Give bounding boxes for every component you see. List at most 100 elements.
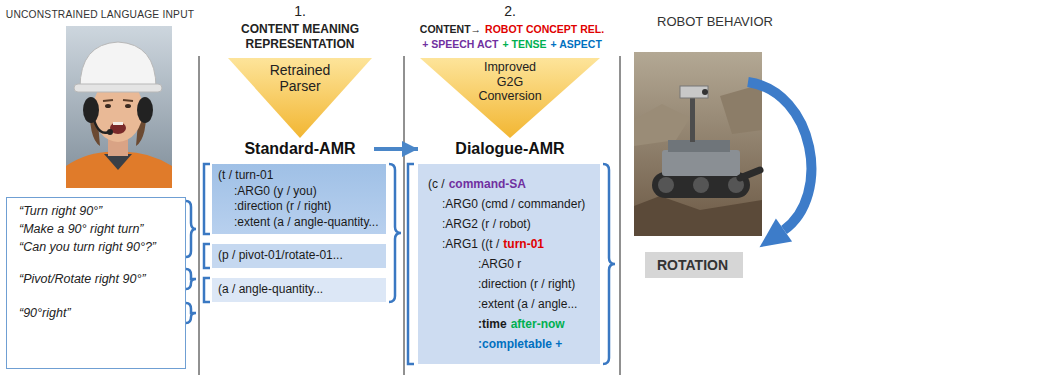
code-line: :ARG0 (cmd / commander) xyxy=(428,194,590,214)
node-text: (c / xyxy=(428,177,445,191)
rotation-arrowhead xyxy=(760,219,793,248)
code-line: “Make a 90° right turn” xyxy=(19,222,144,237)
node-text: after-now xyxy=(511,317,565,331)
headset-earmuff xyxy=(83,97,99,123)
behavior-label: ROTATION xyxy=(657,257,728,273)
dialogue-group-bracket xyxy=(603,164,615,364)
code-line: “Pivot/Rotate right 90°” xyxy=(19,272,146,287)
node-text: :ARG0 (y / you) xyxy=(234,184,317,198)
input-bracket xyxy=(186,201,196,257)
robot-body xyxy=(662,150,740,176)
node-text: (t / turn-01 xyxy=(218,168,273,182)
operator-photo xyxy=(66,26,172,188)
hard-hat-brim xyxy=(74,84,162,92)
column-heading: CONTENT MEANING REPRESENTATION xyxy=(220,22,380,52)
headset-mic-boom xyxy=(94,120,109,133)
node-text: “90°right” xyxy=(19,306,71,320)
operator-collar xyxy=(104,154,132,170)
node-text: “Turn right 90°” xyxy=(19,204,102,218)
code-line: (c / command-SA xyxy=(428,174,590,194)
conversion-funnel: Improved G2G ConversionDialogue-AMR xyxy=(420,58,600,158)
amr-bracket xyxy=(204,278,210,302)
amr-group-bracket xyxy=(389,164,401,302)
input-bracket xyxy=(186,269,196,289)
column-divider xyxy=(620,56,621,375)
node-text: :direction (r / right) xyxy=(234,199,331,213)
node-text: :ARG1 ((t / xyxy=(442,237,499,251)
code-line: (p / pivot-01/rotate-01... xyxy=(218,248,380,264)
node-text: command-SA xyxy=(449,177,526,191)
rubble-ground xyxy=(634,196,762,236)
code-line: (t / turn-01 xyxy=(218,168,380,184)
robot-deck xyxy=(668,140,730,152)
node-text: :ARG0 (cmd / commander) xyxy=(442,197,585,211)
input-examples-box: “Turn right 90°” “Make a 90° right turn” “… xyxy=(6,197,186,369)
conversion-heading: CONTENT→ROBOT CONCEPT REL.+ SPEECH ACT+ … xyxy=(406,22,618,52)
amr-bracket xyxy=(204,164,210,234)
code-line: “Can you turn right 90°?” xyxy=(19,240,156,255)
node-text: :extent (a / angle-quantity... xyxy=(234,215,379,229)
node-text: “Pivot/Rotate right 90°” xyxy=(19,272,146,286)
flow-arrow xyxy=(374,147,418,151)
funnel-label: Improved G2G Conversion xyxy=(470,60,550,104)
column-divider xyxy=(404,56,405,375)
heading-part: + TENSE xyxy=(503,38,547,50)
operator-teeth xyxy=(113,122,123,125)
node-text: “Can you turn right 90°?” xyxy=(19,240,156,254)
rubble-block xyxy=(634,104,690,146)
node-text: :time xyxy=(478,317,507,331)
node-text: :extent (a / angle... xyxy=(478,297,577,311)
standard-amr-box: (a / angle-quantity... xyxy=(212,278,386,302)
node-text: :completable + xyxy=(478,337,562,351)
operator-eye xyxy=(105,104,111,108)
representation-heading: Standard-AMR xyxy=(228,140,372,158)
column-heading: ROBOT BEHAVIOR xyxy=(632,14,798,30)
code-line: (a / angle-quantity... xyxy=(218,282,380,298)
robot-wheel xyxy=(693,177,709,193)
operator-eye xyxy=(125,104,131,108)
heading-part: + SPEECH ACT xyxy=(422,38,498,50)
node-text: turn-01 xyxy=(503,237,544,251)
behavior-box: ROTATION xyxy=(645,252,743,278)
robot-camera xyxy=(680,86,708,98)
hard-hat xyxy=(80,42,156,88)
code-line: :ARG2 (r / robot) xyxy=(428,214,590,234)
rubble-block xyxy=(720,84,762,134)
column-heading: UNCONSTRAINED LANGUAGE INPUT xyxy=(4,8,196,22)
code-line: :extent (a / angle-quantity... xyxy=(218,215,380,231)
brackets xyxy=(186,164,615,364)
heading-part: ROBOT CONCEPT REL. xyxy=(485,23,604,35)
heading-line: CONTENT→ ROBOT CONCEPT REL. xyxy=(406,22,618,37)
column-divider xyxy=(199,56,200,375)
representation-heading: Dialogue-AMR xyxy=(420,140,600,158)
dialogue-bracket xyxy=(408,164,414,364)
funnel-label: Retrained Parser xyxy=(264,62,336,94)
heading-line: + SPEECH ACT + TENSE + ASPECT xyxy=(406,37,618,52)
photo-background xyxy=(66,26,172,188)
funnel-triangle xyxy=(228,58,372,138)
code-line: :ARG0 r xyxy=(428,254,590,274)
headset-mic xyxy=(107,129,113,135)
input-bracket xyxy=(186,303,196,323)
code-line: :completable + xyxy=(428,334,590,354)
code-line: :direction (r / right) xyxy=(218,199,380,215)
code-line: “Turn right 90°” xyxy=(19,204,102,219)
heading-part: + ASPECT xyxy=(551,38,602,50)
headset-earmuff xyxy=(137,97,153,123)
code-line: :ARG0 (y / you) xyxy=(218,184,380,200)
code-line: ROTATION xyxy=(657,256,731,274)
node-text: (p / pivot-01/rotate-01... xyxy=(218,248,343,262)
node-text: (a / angle-quantity... xyxy=(218,282,323,296)
heading-part: CONTENT→ xyxy=(420,23,481,35)
parser-funnel: Retrained ParserStandard-AMR xyxy=(228,58,372,158)
robot-mast xyxy=(690,96,695,142)
dialogue-amr-box: (c / command-SA :ARG0 (cmd / commander) :AR… xyxy=(418,164,600,364)
node-text: :direction (r / right) xyxy=(478,277,575,291)
code-line: “90°right” xyxy=(19,306,71,321)
amr-bracket xyxy=(204,244,210,268)
code-line: :extent (a / angle... xyxy=(428,294,590,314)
photo-background xyxy=(634,52,762,236)
robot-wheel xyxy=(658,177,674,193)
step-number: 2. xyxy=(470,3,550,19)
